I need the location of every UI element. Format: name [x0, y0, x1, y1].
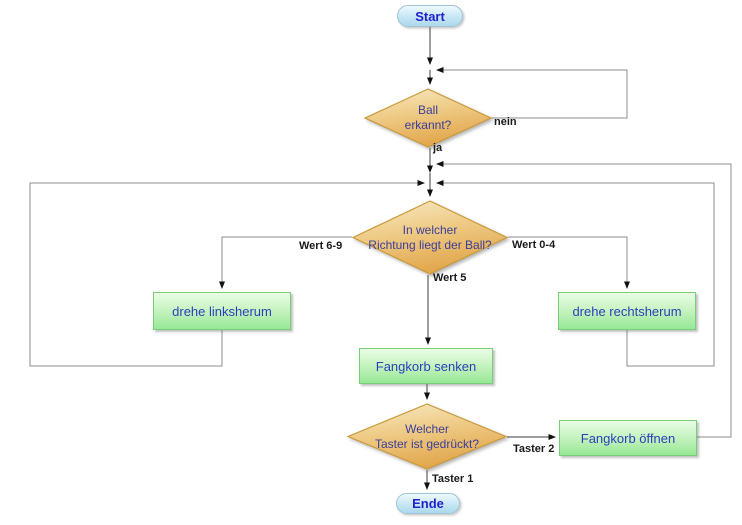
process-fangkorb-oeffnen-label: Fangkorb öffnen: [580, 430, 676, 446]
edge-nein-loop: [436, 67, 628, 119]
process-drehe-rechtsherum: drehe rechtsherum: [558, 292, 696, 330]
process-drehe-rechtsherum-label: drehe rechtsherum: [572, 303, 682, 319]
diamond-shape: [363, 88, 493, 148]
process-fangkorb-senken: Fangkorb senken: [359, 348, 493, 384]
decision-richtung-text: In welcher Richtung liegt der Ball?: [368, 223, 491, 253]
decision-ball-text: Ball erkannt?: [405, 103, 452, 133]
edge-label-wert-5: Wert 5: [433, 272, 467, 284]
edge-label-wert-6-9: Wert 6-9: [299, 240, 343, 252]
edge-label-ja: ja: [433, 142, 443, 154]
process-drehe-linksherum: drehe linksherum: [153, 292, 291, 330]
ende-node: Ende: [396, 493, 460, 514]
edge-rechtsherum-loop: [436, 180, 715, 367]
edge-oeffnen-loop: [436, 161, 732, 438]
process-fangkorb-oeffnen: Fangkorb öffnen: [559, 420, 697, 456]
diamond-shape: [351, 200, 509, 275]
edge-wert04-to-rechtsherum: [508, 236, 630, 289]
edge-label-nein: nein: [494, 116, 517, 128]
diamond-shape: [346, 403, 508, 470]
edge-label-wert-0-4: Wert 0-4: [512, 239, 556, 251]
start-label: Start: [415, 8, 445, 24]
decision-taster-line2: Taster ist gedrückt?: [374, 436, 480, 451]
process-fangkorb-senken-label: Fangkorb senken: [375, 358, 477, 374]
ende-label: Ende: [412, 496, 444, 511]
edge-label-taster-1: Taster 1: [432, 473, 474, 485]
decision-taster: Welcher Taster ist gedrückt?: [346, 403, 508, 470]
decision-richtung-line1: In welcher: [402, 222, 458, 237]
decision-ball-line2: erkannt?: [404, 118, 452, 132]
edge-wert69-to-linksherum: [219, 236, 352, 289]
decision-taster-text: Welcher Taster ist gedrückt?: [375, 422, 479, 452]
process-drehe-linksherum-label: drehe linksherum: [172, 303, 272, 319]
start-node: Start: [397, 5, 463, 27]
decision-ball-line1: Ball: [417, 103, 438, 117]
edge-label-taster-2: Taster 2: [513, 443, 555, 455]
decision-ball-erkannt: Ball erkannt?: [363, 88, 493, 148]
edge-linksherum-loop: [29, 180, 425, 367]
decision-richtung: In welcher Richtung liegt der Ball?: [351, 200, 509, 275]
decision-richtung-line2: Richtung liegt der Ball?: [368, 237, 492, 252]
decision-taster-line1: Welcher: [405, 421, 449, 436]
